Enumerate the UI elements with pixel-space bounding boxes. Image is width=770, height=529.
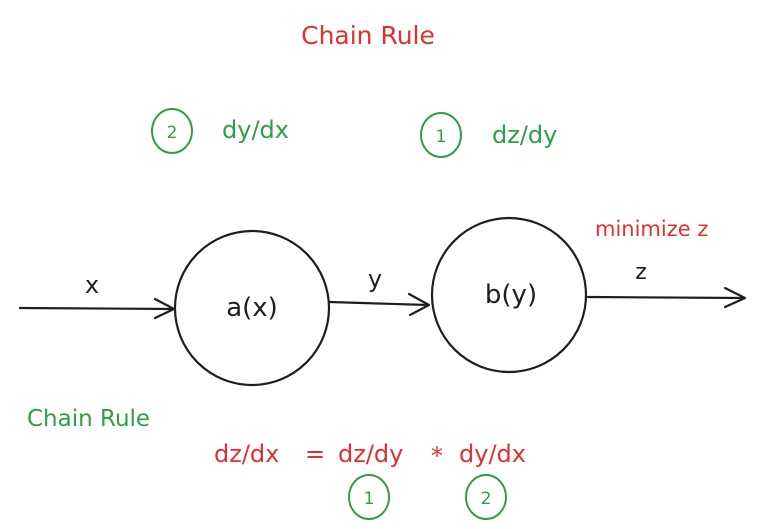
formula-equals: =: [305, 440, 325, 468]
formula-term-dy-dx: dy/dx: [459, 440, 526, 468]
edge-label-x: x: [85, 271, 99, 299]
node-label: b(y): [485, 280, 537, 310]
node-b: b(y): [430, 216, 588, 374]
badge-circle: [420, 112, 462, 158]
node-label: a(x): [226, 293, 278, 323]
formula-times: *: [431, 442, 443, 470]
badge-circle: [151, 108, 193, 154]
badge-circle: [348, 474, 390, 520]
edge-line: [18, 306, 175, 311]
formula-term-dz-dy: dz/dy: [338, 440, 403, 468]
formula-heading: Chain Rule: [27, 406, 150, 432]
node-circle: [173, 229, 331, 387]
node-a: a(x): [173, 229, 331, 387]
badge-circle: [465, 474, 507, 520]
title: Chain Rule: [301, 21, 435, 50]
edge-line: [586, 295, 746, 300]
goal-label: minimize z: [595, 217, 708, 241]
badge-number: 2: [481, 489, 492, 509]
edge-input: x: [18, 271, 176, 320]
derivative-dy-dx: 2 dy/dx: [151, 108, 289, 154]
formula-lhs: dz/dx: [214, 440, 279, 468]
formula: dz/dx = dz/dy * dy/dx: [214, 440, 526, 470]
badge-number: 1: [436, 127, 447, 147]
badge-number: 2: [167, 123, 178, 143]
badge-number: 1: [364, 489, 375, 509]
formula-badge-1: 1: [348, 474, 390, 520]
arrowhead: [723, 286, 747, 309]
arrowhead: [407, 292, 431, 317]
edge-label-y: y: [368, 265, 382, 293]
node-circle: [430, 216, 588, 374]
derivative-label: dy/dx: [222, 116, 289, 144]
edge-middle: y: [328, 265, 431, 317]
derivative-label: dz/dy: [492, 121, 557, 149]
edge-output: z: [586, 260, 747, 309]
derivative-dz-dy: 1 dz/dy: [420, 112, 557, 158]
edge-label-z: z: [635, 260, 647, 285]
formula-badge-2: 2: [465, 474, 507, 520]
edge-line: [328, 300, 430, 307]
